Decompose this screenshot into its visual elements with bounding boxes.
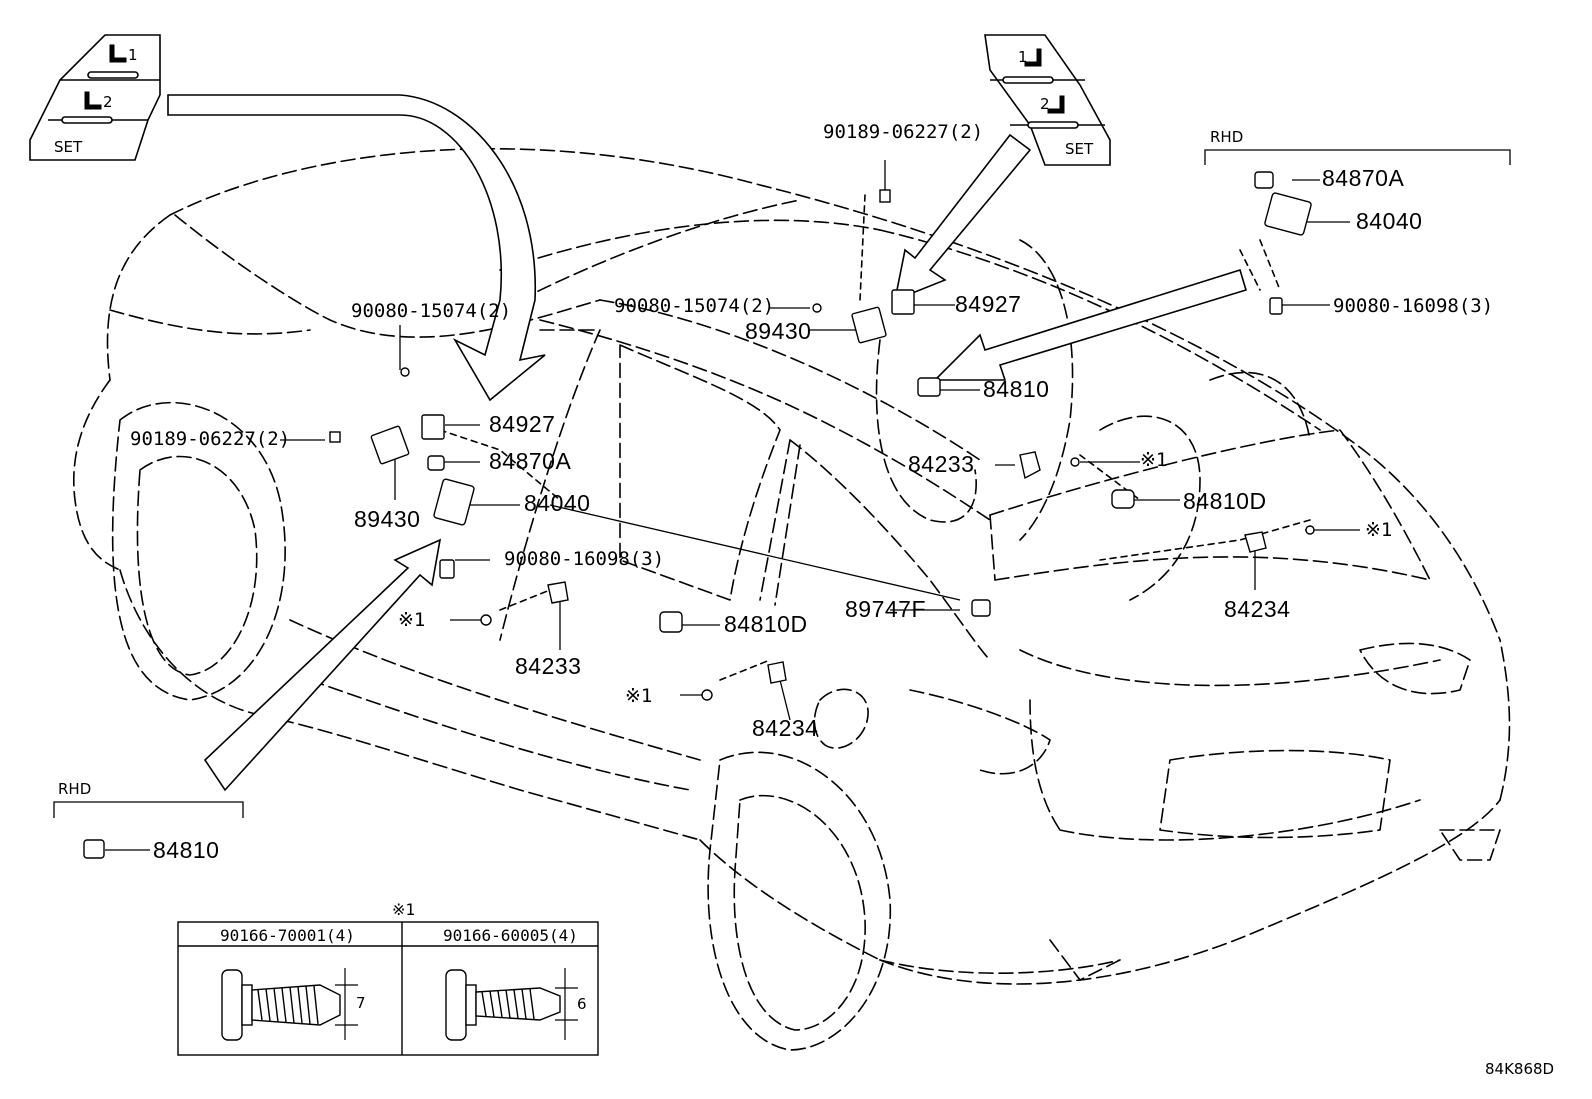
rhd-label: RHD: [58, 780, 92, 798]
memory-set-label: SET: [54, 138, 83, 156]
memory-button-2-label: 2: [103, 93, 113, 111]
part-callout-84040: 84040: [1356, 208, 1423, 234]
part-callout-84927: 84927: [489, 411, 556, 437]
part-callout-90080-16098: 90080-16098(3): [1333, 295, 1494, 317]
part-callout-90189-06227: 90189-06227(2): [823, 121, 984, 143]
part-callout-84810D: 84810D: [724, 611, 808, 637]
part-callout-90080-15074: 90080-15074(2): [351, 300, 512, 322]
note-mark: ※1: [625, 685, 653, 707]
part-callout-84810: 84810: [153, 837, 220, 863]
fastener-dimension: 6: [577, 995, 587, 1013]
diagram-id: 84K868D: [1485, 1060, 1555, 1078]
seat-memory-switch-left: [29, 34, 161, 161]
part-callout-84810D: 84810D: [1183, 488, 1267, 514]
rhd-label: RHD: [1210, 128, 1244, 146]
part-callout-84870A: 84870A: [1322, 165, 1405, 191]
part-callout-84234: 84234: [752, 715, 819, 741]
part-callout-84927: 84927: [955, 291, 1022, 317]
part-callout-89747F: 89747F: [845, 596, 927, 622]
part-callout-90080-15074: 90080-15074(2): [614, 295, 775, 317]
memory-set-label: SET: [1065, 140, 1094, 158]
fastener-part-number: 90166-70001(4): [220, 926, 355, 945]
memory-button-1-label: 1: [1018, 48, 1028, 66]
part-callout-84234: 84234: [1224, 596, 1291, 622]
part-callout-90189-06227: 90189-06227(2): [130, 428, 291, 450]
part-callout-89430: 89430: [354, 506, 421, 532]
part-callout-84810: 84810: [983, 376, 1050, 402]
memory-button-2-label: 2: [1040, 95, 1050, 113]
fastener-drawings: [221, 969, 561, 1041]
part-callout-84870A: 84870A: [489, 448, 572, 474]
memory-button-1-label: 1: [128, 46, 138, 64]
part-callout-84233: 84233: [908, 451, 975, 477]
note-mark: ※1: [1365, 519, 1393, 541]
part-callout-84040: 84040: [524, 490, 591, 516]
part-callout-90080-16098: 90080-16098(3): [504, 548, 665, 570]
note-mark: ※1: [398, 609, 426, 631]
fastener-table-frame: [177, 921, 599, 1056]
note-mark: ※1: [1140, 449, 1168, 471]
fastener-part-number: 90166-60005(4): [443, 926, 578, 945]
fastener-dimension: 7: [356, 994, 366, 1012]
fastener-table-title: ※1: [392, 900, 416, 919]
part-callout-84233: 84233: [515, 653, 582, 679]
seat-memory-switch-right: [984, 34, 1111, 166]
part-callout-89430: 89430: [745, 318, 812, 344]
